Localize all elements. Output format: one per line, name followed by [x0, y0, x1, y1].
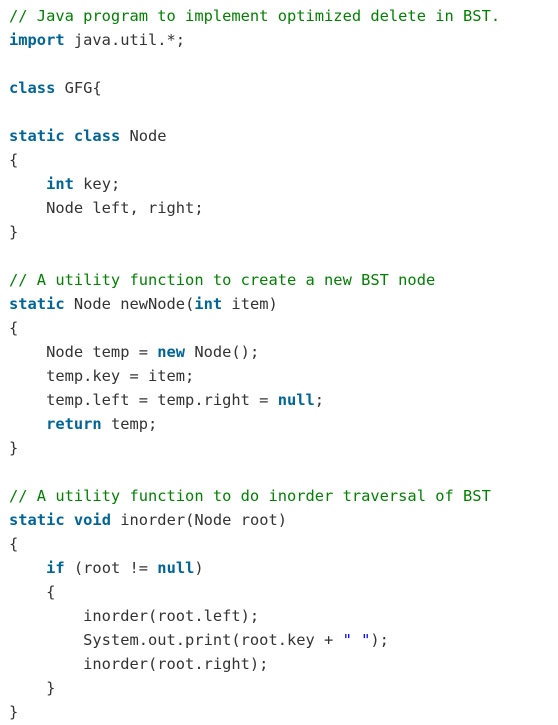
code-token: ); [370, 631, 389, 649]
comment-token: // A utility function to create a new BS… [9, 271, 436, 289]
code-token: (root != [64, 559, 158, 577]
keyword-token: static [9, 127, 65, 145]
keyword-token: if [46, 559, 65, 577]
code-token: Node [120, 127, 167, 145]
keyword-token: int [46, 175, 74, 193]
code-token: Node left, right; [9, 199, 204, 217]
comment-token: // A utility function to do inorder trav… [9, 487, 491, 505]
keyword-token: null [277, 391, 315, 409]
code-line: } [9, 436, 558, 460]
code-token [65, 511, 74, 529]
keyword-token: return [46, 415, 102, 433]
code-token: System.out.print(root.key + [9, 631, 343, 649]
code-line: class GFG{ [9, 76, 558, 100]
code-token [65, 127, 74, 145]
code-token: inorder(Node root) [110, 511, 288, 529]
code-line: return temp; [9, 412, 558, 436]
code-line: } [9, 676, 558, 700]
code-line: // A utility function to create a new BS… [9, 268, 558, 292]
keyword-token: void [73, 511, 111, 529]
code-line: } [9, 220, 558, 244]
code-line: // Java program to implement optimized d… [9, 4, 558, 28]
code-line [9, 460, 558, 484]
code-token: java.util.*; [64, 31, 186, 49]
code-token: Node(); [185, 343, 260, 361]
code-token: temp.left = temp.right = [9, 391, 278, 409]
code-line: Node temp = new Node(); [9, 340, 558, 364]
string-token: " " [342, 631, 371, 649]
code-token: inorder(root.left); [9, 607, 260, 625]
keyword-token: class [9, 79, 56, 97]
code-line: static class Node [9, 124, 558, 148]
code-line [9, 100, 558, 124]
code-token: } [9, 223, 19, 241]
keyword-token: static [9, 511, 65, 529]
keyword-token: static [9, 295, 65, 313]
code-line [9, 244, 558, 268]
keyword-token: new [157, 343, 186, 361]
code-token [9, 415, 46, 433]
code-line: } [9, 700, 558, 724]
keyword-token: int [194, 295, 223, 313]
code-token: Node temp = [9, 343, 158, 361]
code-line: { [9, 148, 558, 172]
code-token [9, 175, 46, 193]
code-line: { [9, 316, 558, 340]
code-line [9, 52, 558, 76]
code-token: { [9, 319, 19, 337]
code-line: { [9, 580, 558, 604]
code-line: inorder(root.right); [9, 652, 558, 676]
code-token: ) [194, 559, 204, 577]
code-token: GFG{ [55, 79, 102, 97]
code-line: temp.left = temp.right = null; [9, 388, 558, 412]
code-token: { [9, 535, 19, 553]
code-token: key; [73, 175, 121, 193]
code-line: inorder(root.left); [9, 604, 558, 628]
code-line: if (root != null) [9, 556, 558, 580]
comment-token: // Java program to implement optimized d… [9, 7, 501, 25]
code-token: { [9, 583, 56, 601]
code-token: Node newNode( [64, 295, 195, 313]
code-token: item) [222, 295, 278, 313]
code-line: static Node newNode(int item) [9, 292, 558, 316]
code-line: static void inorder(Node root) [9, 508, 558, 532]
code-token: ; [314, 391, 325, 409]
code-line: int key; [9, 172, 558, 196]
code-line: import java.util.*; [9, 28, 558, 52]
code-line: Node left, right; [9, 196, 558, 220]
code-line: System.out.print(root.key + " "); [9, 628, 558, 652]
keyword-token: class [73, 127, 121, 145]
code-token: } [9, 703, 19, 721]
code-token: inorder(root.right); [9, 655, 269, 673]
code-token: } [9, 679, 56, 697]
keyword-token: null [157, 559, 195, 577]
code-line: { [9, 532, 558, 556]
code-token: temp; [101, 415, 158, 433]
keyword-token: import [9, 31, 65, 49]
code-line: // A utility function to do inorder trav… [9, 484, 558, 508]
code-token: { [9, 151, 19, 169]
code-token [9, 559, 46, 577]
code-token: } [9, 439, 19, 457]
code-line: temp.key = item; [9, 364, 558, 388]
code-token: temp.key = item; [9, 367, 195, 385]
